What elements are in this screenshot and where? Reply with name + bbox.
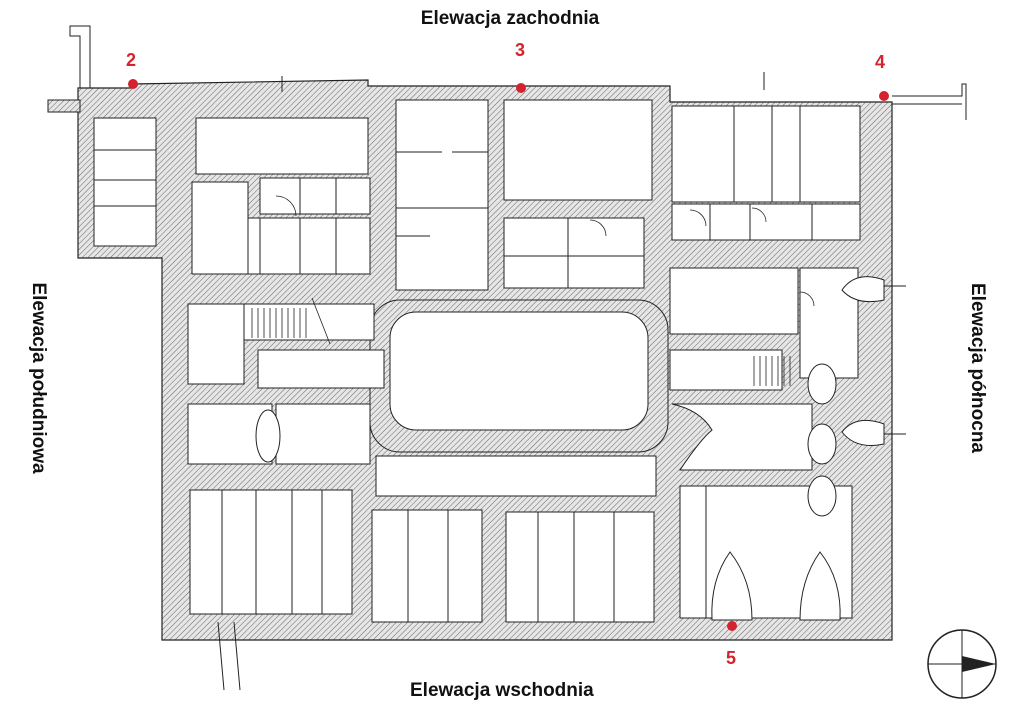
west-elevation-text: Elewacja zachodnia — [420, 8, 600, 29]
east-elevation-label: Elewacja wschodnia — [410, 680, 594, 701]
survey-points — [128, 79, 889, 631]
exterior-lines — [217, 72, 906, 691]
survey-point-4-label: 4 — [875, 52, 886, 72]
survey-point-4-marker — [879, 91, 889, 101]
staircase — [251, 297, 791, 386]
courtyard — [389, 311, 649, 431]
survey-point-2-marker — [128, 79, 138, 89]
arches — [255, 276, 885, 621]
west-elevation-label: Elewacja zachodnia — [0, 8, 1024, 30]
north-elevation-label: Elewacja północna — [967, 283, 988, 453]
survey-point-3-label: 3 — [515, 40, 526, 60]
survey-point-2-label: 2 — [126, 50, 137, 70]
door-swings — [275, 195, 815, 307]
survey-point-5-label: 5 — [726, 648, 737, 668]
survey-point-5-marker — [727, 621, 737, 631]
north-arrow-icon — [927, 629, 997, 699]
survey-point-3-marker — [516, 83, 526, 93]
south-elevation-label: Elewacja południowa — [28, 282, 49, 474]
